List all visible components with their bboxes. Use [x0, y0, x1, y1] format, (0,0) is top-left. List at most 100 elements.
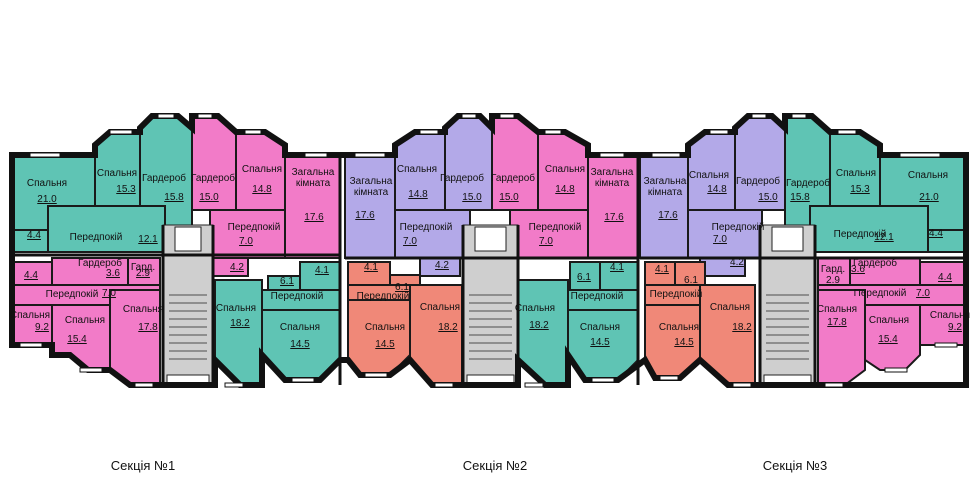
window-6	[354, 152, 386, 158]
room-name-21: Спальня	[280, 322, 320, 333]
room-area-22: 17.6	[355, 210, 375, 221]
room-area-24: 15.0	[462, 192, 482, 203]
window-11	[599, 152, 625, 158]
window-21	[224, 382, 244, 388]
window-1	[109, 129, 133, 135]
room-area-54: 12.1	[874, 232, 894, 243]
window-31	[934, 342, 958, 348]
section-label-1: Секція №1	[111, 458, 175, 473]
room-name-3: Передпокій	[70, 232, 123, 243]
room-area-20: 18.2	[230, 318, 250, 329]
room-name-2: Гардероб	[142, 172, 186, 184]
room-area-44: 7.0	[713, 234, 727, 245]
room-area-58: 4.4	[938, 272, 952, 283]
room-name-42: Спальня	[689, 170, 729, 181]
window-7	[419, 129, 439, 135]
room-area-34: 17.6	[604, 212, 624, 223]
room-area-4: 4.4	[27, 230, 41, 241]
room-area-33: 14.8	[555, 184, 575, 195]
room-area-10: 4.4	[24, 270, 38, 281]
room-name-23: Спальня	[397, 164, 437, 175]
section-label-2: Секція №2	[463, 458, 527, 473]
window-26	[591, 377, 615, 383]
room-area-13: 7.0	[102, 288, 116, 299]
room-name-25: Передпокій	[400, 222, 453, 233]
room-name-12: Гард.	[131, 262, 155, 273]
room-area-49: 14.5	[674, 337, 694, 348]
room-area-21: 14.5	[290, 339, 310, 350]
room-name-7-0: Загальна	[292, 167, 335, 178]
room-area-56: 2.9	[826, 275, 840, 286]
room-name-33: Спальня	[545, 164, 585, 175]
window-14	[751, 113, 767, 119]
room-labels: Спальня21.0Спальня15.3Гардероб15.8Передп…	[10, 164, 970, 350]
room-area-39: 18.2	[529, 320, 549, 331]
window-28	[732, 382, 752, 388]
room-name-22-1: кімната	[354, 187, 389, 198]
room-name-38: Передпокій	[571, 291, 624, 302]
room-area-35: 7.0	[539, 236, 553, 247]
room-60	[817, 289, 866, 386]
room-area-61: 15.4	[878, 334, 898, 345]
room-name-35: Передпокій	[529, 222, 582, 233]
window-5	[304, 152, 328, 158]
window-27	[659, 375, 679, 381]
room-8	[209, 209, 286, 259]
room-area-32: 15.0	[499, 192, 519, 203]
room-name-13: Передпокій	[46, 289, 99, 300]
room-name-31: Спальня	[420, 302, 460, 313]
window-20	[134, 382, 154, 388]
window-3	[197, 113, 213, 119]
window-10	[544, 129, 562, 135]
room-name-62: Спальня	[930, 310, 970, 321]
section-labels: Секція №1 Секція №2 Секція №3	[111, 458, 827, 473]
window-18	[19, 342, 43, 348]
window-23	[364, 372, 388, 378]
room-name-11: Гардероб	[78, 257, 122, 269]
room-area-14: 9.2	[35, 322, 49, 333]
room-area-31: 18.2	[438, 322, 458, 333]
room-name-0: Спальня	[27, 178, 67, 189]
room-area-8: 7.0	[239, 236, 253, 247]
window-15	[791, 113, 807, 119]
room-name-57: Гардероб	[853, 257, 897, 269]
room-name-60: Спальня	[817, 304, 857, 315]
room-name-19: Передпокій	[271, 291, 324, 302]
room-area-15: 15.4	[67, 334, 87, 345]
room-area-17: 6.1	[280, 276, 294, 287]
window-12	[651, 152, 681, 158]
room-area-1: 15.3	[116, 184, 136, 195]
window-25	[524, 382, 544, 388]
window-29	[824, 382, 844, 388]
room-name-24: Гардероб	[440, 172, 484, 184]
room-area-5: 15.0	[199, 192, 219, 203]
window-4	[244, 129, 262, 135]
room-area-3: 12.1	[138, 234, 158, 245]
room-area-16: 17.8	[138, 322, 158, 333]
room-name-1: Спальня	[97, 168, 137, 179]
room-name-43: Гардероб	[736, 175, 780, 187]
room-area-57: 3.6	[851, 264, 865, 275]
room-area-42: 14.8	[707, 184, 727, 195]
room-name-41-0: Загальна	[644, 176, 687, 187]
room-name-39: Спальня	[515, 303, 555, 314]
window-24	[434, 382, 454, 388]
room-name-8: Передпокій	[228, 222, 281, 233]
room-name-51: Гардероб	[786, 177, 830, 189]
room-name-34-1: кімната	[595, 178, 630, 189]
room-area-18: 4.1	[315, 265, 329, 276]
room-name-22-0: Загальна	[350, 176, 393, 187]
stairwell-3	[759, 224, 816, 386]
stairwell-2	[462, 224, 519, 386]
room-area-41: 17.6	[658, 210, 678, 221]
window-9	[499, 113, 515, 119]
room-name-48: Передпокій	[650, 289, 703, 300]
room-area-29: 4.2	[435, 260, 449, 271]
room-area-11: 3.6	[106, 268, 120, 279]
room-name-28: Передпокій	[357, 291, 410, 302]
room-name-41-1: кімната	[648, 187, 683, 198]
room-name-7-1: кімната	[296, 178, 331, 189]
room-area-9: 4.2	[230, 262, 244, 273]
room-area-62: 9.2	[948, 322, 962, 333]
window-17	[899, 152, 941, 158]
